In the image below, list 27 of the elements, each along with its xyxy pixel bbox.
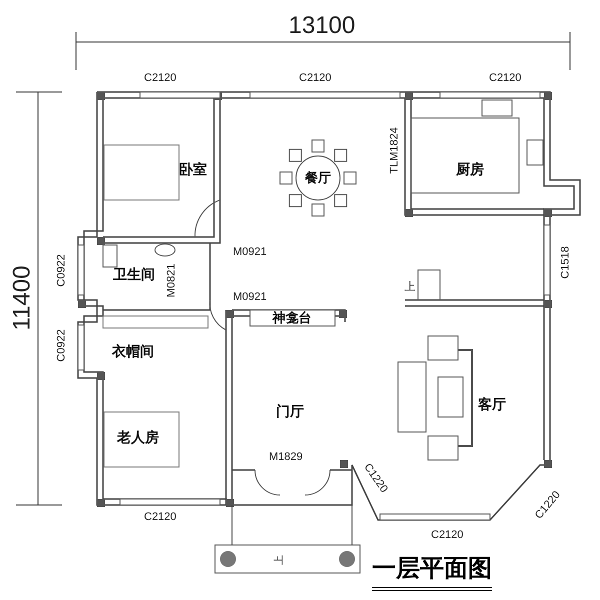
window-label: C0922 xyxy=(56,254,68,286)
door-label: M0821 xyxy=(166,263,178,297)
room-label: 卫生间 xyxy=(113,268,155,282)
door-label: M1829 xyxy=(269,452,303,462)
window-label: C2120 xyxy=(299,72,332,84)
door-label: TLM1824 xyxy=(390,126,401,174)
drawing-title: 一层平面图 xyxy=(372,552,492,591)
dimension-label: 13100 xyxy=(288,14,356,38)
room-label: 客厅 xyxy=(478,398,506,412)
dimension-label: 11400 xyxy=(10,266,34,330)
stair-label: 上 xyxy=(275,555,285,565)
stair-label: 上 xyxy=(404,282,416,292)
window-label: C0922 xyxy=(56,328,68,362)
door-label: M0921 xyxy=(233,292,267,302)
window-label: C2120 xyxy=(489,72,522,84)
window-label: C2120 xyxy=(144,512,176,522)
window-label: C2120 xyxy=(144,72,176,84)
room-label: 老人房 xyxy=(117,431,159,445)
window-label: C1518 xyxy=(560,246,572,278)
niche-label: 神龛台 xyxy=(272,312,312,324)
window-label: C2120 xyxy=(431,530,464,540)
room-label: 餐厅 xyxy=(305,172,331,184)
door-label: M0921 xyxy=(233,246,267,258)
room-label: 门厅 xyxy=(276,405,304,419)
room-label: 厨房 xyxy=(456,163,484,177)
room-label: 卧室 xyxy=(179,163,207,177)
room-label: 衣帽间 xyxy=(112,345,154,359)
